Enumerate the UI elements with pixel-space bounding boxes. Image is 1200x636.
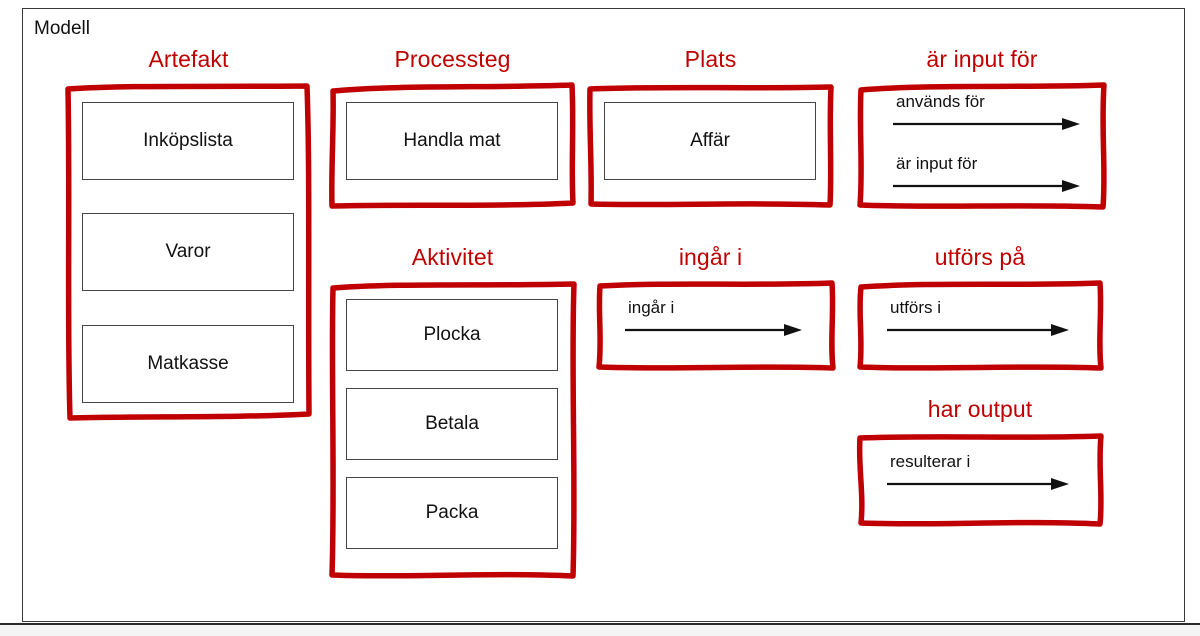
entity-box[interactable]: Affär <box>604 102 816 180</box>
relation-label: är input för <box>896 154 978 173</box>
relation-label: används för <box>896 92 985 111</box>
entity-box[interactable]: Inköpslista <box>82 102 294 180</box>
entity-box[interactable]: Packa <box>346 477 558 549</box>
relation-anvands-for: används för <box>892 92 1082 136</box>
bottom-band <box>0 625 1200 636</box>
model-title: Modell <box>34 18 90 39</box>
relation-label: ingår i <box>628 298 675 317</box>
group-title-ar-input-for: är input för <box>926 46 1038 72</box>
group-box-ingar-i: ingår i <box>596 280 836 372</box>
entity-box[interactable]: Varor <box>82 213 294 291</box>
entity-box[interactable]: Betala <box>346 388 558 460</box>
group-box-utfors-pa: utförs i <box>856 280 1104 372</box>
relation-ingar-i: ingår i <box>624 298 804 342</box>
relation-ar-input-for: är input för <box>892 154 1082 198</box>
group-box-har-output: resulterar i <box>856 432 1104 528</box>
arrow-right-icon <box>625 324 802 336</box>
arrow-right-icon <box>887 478 1069 490</box>
relation-utfors-i: utförs i <box>886 298 1071 342</box>
entity-box[interactable]: Plocka <box>346 299 558 371</box>
group-title-ingar-i: ingår i <box>678 244 743 270</box>
group-box-ar-input-for: används för är input för <box>856 82 1108 210</box>
arrow-right-icon <box>893 118 1080 130</box>
group-box-processteg: Handla mat <box>328 82 576 209</box>
relation-label: utförs i <box>890 298 942 317</box>
relation-resulterar-i: resulterar i <box>886 452 1071 496</box>
group-title-plats: Plats <box>684 46 737 72</box>
group-box-aktivitet: Plocka Betala Packa <box>328 280 578 580</box>
entity-box[interactable]: Handla mat <box>346 102 558 180</box>
bottom-divider <box>0 623 1200 625</box>
group-title-har-output: har output <box>927 396 1033 422</box>
entity-box[interactable]: Matkasse <box>82 325 294 403</box>
group-title-aktivitet: Aktivitet <box>411 244 494 270</box>
arrow-right-icon <box>893 180 1080 192</box>
group-box-plats: Affär <box>586 82 834 208</box>
group-title-utfors-pa: utförs på <box>934 244 1026 270</box>
group-title-processteg: Processteg <box>394 46 511 72</box>
relation-label: resulterar i <box>890 452 971 471</box>
group-box-artefakt: Inköpslista Varor Matkasse <box>64 82 312 421</box>
arrow-right-icon <box>887 324 1069 336</box>
group-title-artefakt: Artefakt <box>148 46 229 72</box>
